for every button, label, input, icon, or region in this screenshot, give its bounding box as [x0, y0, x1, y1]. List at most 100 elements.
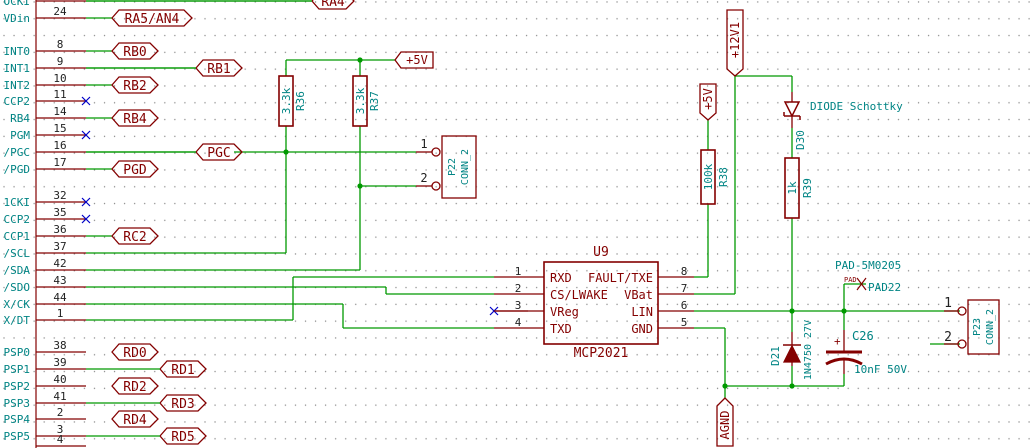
power-agnd-text: AGND: [718, 411, 732, 440]
net-label-text: RD4: [123, 413, 147, 428]
mcu-pin-number: 35: [53, 206, 66, 219]
no-connect-mark: [81, 130, 91, 140]
p23-value: CONN_2: [985, 309, 996, 345]
power-5v-text: +5V: [406, 53, 428, 67]
capacitor-c26[interactable]: + C26 10nF 50V: [825, 329, 907, 376]
mcu-pin-number: 41: [53, 390, 66, 403]
mcu-pin-name: PSP4: [4, 413, 31, 426]
u9-pin-name: VReg: [550, 305, 579, 319]
diode-d21[interactable]: D21 1N4750 27V: [769, 320, 814, 380]
net-label-shape: [111, 42, 159, 60]
mcu-pin-name: X/CK: [4, 298, 31, 311]
mcu-pin-name: PSP1: [4, 363, 31, 376]
u9-pin-number: 4: [515, 316, 522, 329]
net-label-text: RA5/AN4: [125, 12, 180, 27]
u9-pin-number: 6: [681, 299, 688, 312]
net-label-text: RA4: [321, 0, 345, 10]
no-connect-mark: [81, 96, 91, 106]
u9-pin-number: 1: [515, 265, 522, 278]
mcu-pin-number: 32: [53, 189, 66, 202]
wires: [86, 0, 960, 398]
u9-pin-name: GND: [631, 322, 653, 336]
mcu-pin-name: INT2: [4, 79, 31, 92]
net-label-shape: [159, 394, 207, 412]
no-connect-mark: [81, 214, 91, 224]
resistor-r38[interactable]: 100k R38: [700, 149, 730, 205]
u9-pin-name: VBat: [624, 288, 653, 302]
power-label-5v-top: +5V: [394, 51, 434, 69]
u9-pin-name: CS/LWAKE: [550, 288, 608, 302]
mcu-pin-row: X/DT 1: [4, 307, 86, 327]
p22-value: CONN_2: [460, 149, 471, 185]
mcu-pin-number: 37: [53, 240, 66, 253]
connector-p22[interactable]: 1 2 P22 CONN_2: [416, 135, 477, 199]
u9-pin-number: 8: [681, 265, 688, 278]
mcu-pin-name: PSP2: [4, 380, 31, 393]
net-label-shape: [159, 360, 207, 378]
mcu-pin-name: PSP5: [4, 430, 31, 443]
pad-ref: PAD22: [868, 281, 901, 294]
diode-d30[interactable]: DIODE Schottky D30: [783, 92, 903, 150]
mcu-pin-name: PSP3: [4, 397, 31, 410]
mcu-pin-number: 17: [53, 156, 66, 169]
net-label-shape: [195, 59, 243, 77]
net-label-shape: [111, 76, 159, 94]
mcu-pin-name: PGM: [10, 129, 30, 142]
mcu-pin-number: 4: [57, 433, 64, 446]
mcu-pin-name: RB4: [10, 112, 30, 125]
pad-pin-label: PAD: [844, 276, 857, 284]
net-label-shape: [159, 427, 207, 445]
mcu-pin-name: X/DT: [4, 314, 31, 327]
resistor-r39[interactable]: 1k R39: [784, 157, 814, 219]
net-label-shape: [111, 9, 193, 27]
p22-pin1: 1: [420, 137, 427, 151]
pad-pad22[interactable]: PAD-5M0205 PAD PAD22: [835, 259, 901, 294]
mcu-pin-number: 43: [53, 274, 66, 287]
power-5v-r38-text: +5V: [701, 88, 715, 110]
net-label-text: RB4: [123, 112, 147, 127]
mcu-pin-number: 10: [53, 72, 66, 85]
u9-pin-number: 3: [515, 299, 522, 312]
u9-ref: U9: [593, 245, 609, 260]
p22-pin2: 2: [420, 171, 427, 185]
net-label-shape: [311, 0, 355, 10]
mcu-pin-number: 1: [57, 307, 64, 320]
resistor-r36[interactable]: 3.3k R36: [278, 75, 307, 127]
d30-ref: D30: [794, 130, 807, 150]
mcu-pin-row: 4: [36, 433, 86, 447]
mcu-pin-name: INT0: [4, 45, 31, 58]
u9-pin-name: TXD: [550, 322, 572, 336]
resistor-r37[interactable]: 3.3k R37: [352, 75, 381, 127]
mcu-pin-number: 24: [53, 5, 67, 18]
u9-pin-number: 7: [681, 282, 688, 295]
net-label-shape: [111, 410, 159, 428]
connector-p23[interactable]: 1 2 P23 CONN_2: [944, 296, 1000, 355]
r36-ref: R36: [294, 91, 307, 111]
c26-plus: +: [834, 335, 841, 348]
power-label-12v: +12V1: [726, 9, 744, 77]
net-label-shape: [111, 227, 159, 245]
net-label-shape: [195, 143, 243, 161]
mcu-pin-name: VDin: [4, 12, 31, 25]
net-label-text: RD1: [171, 363, 194, 378]
no-connect-mark: [81, 197, 91, 207]
power-label-5v-r38: +5V: [699, 83, 717, 121]
mcu-pin-name: /SDA: [4, 264, 31, 277]
mcu-pin-number: 2: [57, 406, 64, 419]
r38-value: 100k: [702, 163, 715, 190]
